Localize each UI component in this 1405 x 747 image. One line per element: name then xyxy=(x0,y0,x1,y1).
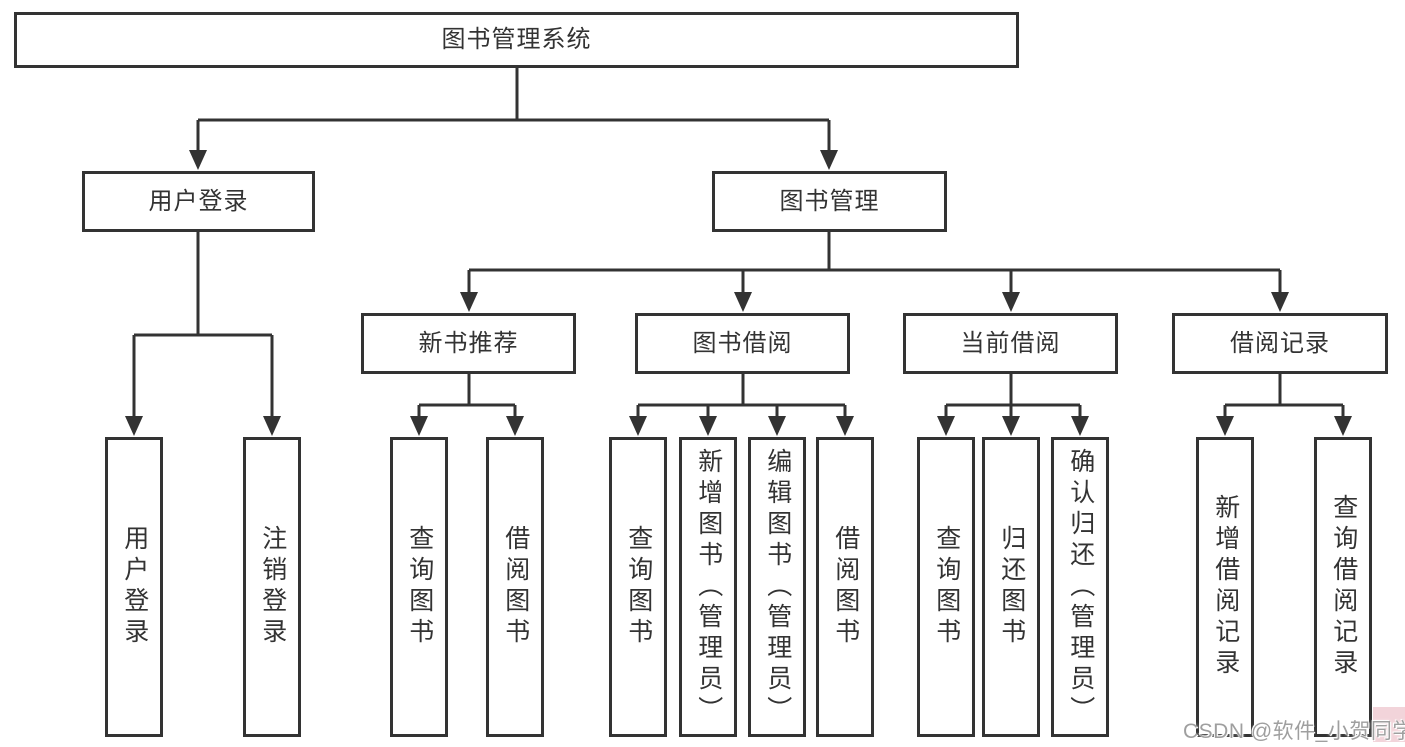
node-query-book-borrow: 查询图书 xyxy=(609,437,667,737)
leaf-label: 查询借阅记录 xyxy=(1329,494,1358,680)
node-borrow-records: 借阅记录 xyxy=(1172,313,1388,374)
leaf-label: 归还图书 xyxy=(997,525,1026,649)
watermark-text: CSDN @软件_小贺同学 xyxy=(1183,720,1405,743)
leaf-label: 借阅图书 xyxy=(831,525,860,649)
leaf-label: 新增借阅记录 xyxy=(1211,494,1240,680)
node-borrow-book-leaf: 借阅图书 xyxy=(816,437,874,737)
leaf-label: 用户登录 xyxy=(120,525,149,649)
node-book-borrow: 图书借阅 xyxy=(635,313,850,374)
node-logout: 注销登录 xyxy=(243,437,301,737)
node-book-management: 图书管理 xyxy=(712,171,947,232)
node-borrow-book-recommend: 借阅图书 xyxy=(486,437,544,737)
leaf-label: 查询图书 xyxy=(932,525,961,649)
node-user-login: 用户登录 xyxy=(82,171,315,232)
leaf-label: 注销登录 xyxy=(258,525,287,649)
node-user-login-leaf: 用户登录 xyxy=(105,437,163,737)
leaf-label: 新增图书（管理员） xyxy=(694,447,723,727)
node-query-book-recommend: 查询图书 xyxy=(390,437,448,737)
leaf-label: 确认归还（管理员） xyxy=(1066,447,1095,727)
node-current-borrow: 当前借阅 xyxy=(903,313,1118,374)
node-query-book-current: 查询图书 xyxy=(917,437,975,737)
node-return-book: 归还图书 xyxy=(982,437,1040,737)
node-add-borrow-record: 新增借阅记录 xyxy=(1196,437,1254,737)
node-query-borrow-record: 查询借阅记录 xyxy=(1314,437,1372,737)
leaf-label: 借阅图书 xyxy=(501,525,530,649)
leaf-label: 查询图书 xyxy=(624,525,653,649)
node-confirm-return-admin: 确认归还（管理员） xyxy=(1051,437,1109,737)
watermark-highlight xyxy=(1373,707,1405,742)
node-edit-book-admin: 编辑图书（管理员） xyxy=(748,437,806,737)
node-root: 图书管理系统 xyxy=(14,12,1019,68)
node-add-book-admin: 新增图书（管理员） xyxy=(679,437,737,737)
leaf-label: 编辑图书（管理员） xyxy=(763,447,792,727)
node-new-book-recommend: 新书推荐 xyxy=(361,313,576,374)
leaf-label: 查询图书 xyxy=(405,525,434,649)
